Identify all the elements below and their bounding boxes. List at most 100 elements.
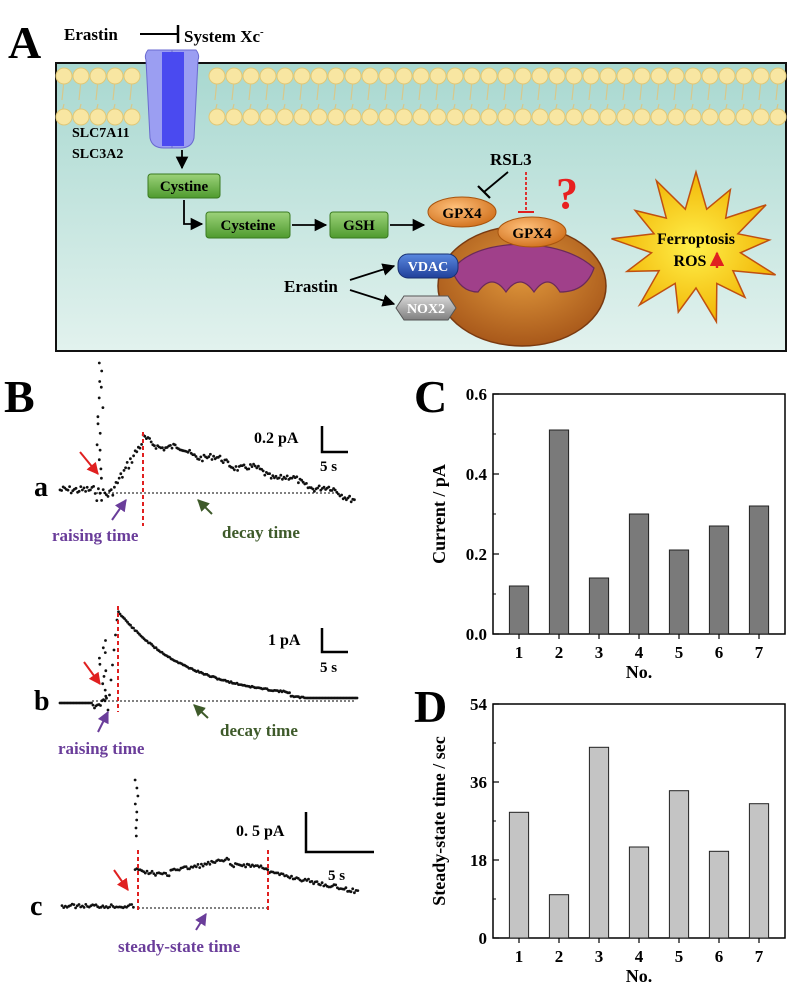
trace-c-points (60, 778, 360, 910)
cystine-label: Cystine (160, 179, 209, 195)
trace-a: a raising time decay time 0.2 pA 5 s (34, 361, 356, 545)
trace-point (98, 431, 102, 435)
lipid-head (361, 108, 379, 126)
trace-point (284, 477, 287, 480)
slc3a2-label: SLC3A2 (72, 147, 123, 162)
trace-point (96, 415, 100, 419)
trace-point (143, 871, 147, 875)
lipid-head (582, 108, 600, 126)
trace-point (133, 802, 137, 806)
trace-point (92, 485, 95, 488)
lipid-head (752, 67, 770, 85)
trace-point (353, 891, 356, 895)
lipid-head (344, 108, 362, 126)
chart-d-bar-5 (668, 790, 690, 939)
trace-point (227, 858, 231, 861)
trace-point (242, 463, 246, 467)
trace-point (101, 406, 105, 409)
trace-point (114, 633, 117, 637)
trace-point (301, 480, 305, 484)
lipid-head (548, 108, 566, 126)
chart-d-ytick-label: 18 (470, 851, 487, 870)
trace-point (233, 468, 236, 472)
trace-point (295, 475, 299, 479)
trace-point (119, 472, 123, 476)
trace-point (79, 485, 83, 488)
trace-point (74, 906, 77, 910)
trace-point (111, 663, 114, 667)
erastin-to-nox2-arrow (349, 289, 396, 307)
lipid-head (310, 108, 328, 126)
trace-point (194, 455, 198, 458)
trace-point (232, 865, 236, 869)
trace-point (140, 443, 144, 446)
trace-point (103, 651, 107, 654)
trace-point (261, 469, 265, 473)
trace-point (100, 369, 104, 373)
lipid-head (378, 67, 396, 85)
trace-point (124, 466, 127, 470)
lipid-head (72, 108, 90, 126)
trace-point (154, 447, 158, 450)
lipid-head (89, 67, 107, 85)
trace-point (169, 444, 172, 447)
trace-point (170, 446, 174, 450)
trace-c-label: c (30, 891, 42, 922)
lipid-head (225, 108, 243, 126)
trace-a-scale-x: 5 s (320, 459, 337, 475)
lipid-head (123, 67, 141, 85)
lipid-head (616, 67, 634, 85)
lipid-head (429, 67, 447, 85)
trace-c-scale-y: 0. 5 pA (236, 823, 285, 840)
trace-point (322, 485, 326, 489)
lipid-head (378, 108, 396, 126)
trace-point (143, 434, 147, 438)
lipid-head (242, 108, 260, 126)
transporter-icon (144, 49, 200, 149)
chart-c-xtick-label: 4 (635, 643, 644, 662)
trace-point (106, 708, 110, 712)
lipid-head (718, 67, 736, 85)
lipid-head (327, 108, 345, 126)
trace-point (281, 477, 284, 481)
trace-point (226, 460, 230, 464)
trace-point (111, 493, 115, 497)
trace-point (74, 486, 78, 490)
trace-point (126, 620, 129, 624)
chart-d-xtick-label: 5 (675, 947, 684, 966)
lipid-head (701, 67, 719, 85)
trace-point (184, 865, 188, 868)
lipid-head (531, 67, 549, 85)
trace-point (68, 485, 71, 488)
trace-a-label: a (34, 472, 48, 503)
trace-point (212, 454, 216, 458)
trace-point (334, 883, 338, 887)
trace-point (99, 385, 103, 389)
trace-point (317, 484, 321, 488)
trace-point (97, 458, 101, 462)
trace-b: b raising time decay time 1 pA 5 s (34, 606, 359, 758)
chart-c-xtick-label: 5 (675, 643, 684, 662)
trace-point (177, 868, 181, 872)
chart-d-bar-2 (548, 894, 570, 939)
lipid-head (55, 67, 73, 85)
trace-point (300, 478, 303, 482)
panel-label-a: A (8, 17, 41, 68)
trace-point (207, 455, 211, 459)
trace-point (132, 454, 136, 458)
trace-point (288, 876, 292, 880)
trace-point (125, 461, 129, 464)
trace-point (205, 862, 208, 866)
trace-point (310, 880, 314, 883)
trace-point (316, 486, 319, 490)
lipid-head (599, 108, 617, 126)
trace-point (257, 464, 260, 468)
erastin-label-bottom: Erastin (284, 277, 338, 296)
trace-point (106, 495, 110, 498)
gsh-label: GSH (343, 218, 375, 234)
lipid-head (565, 108, 583, 126)
trace-point (194, 865, 198, 869)
trace-point (135, 786, 139, 790)
trace-point (89, 488, 92, 492)
